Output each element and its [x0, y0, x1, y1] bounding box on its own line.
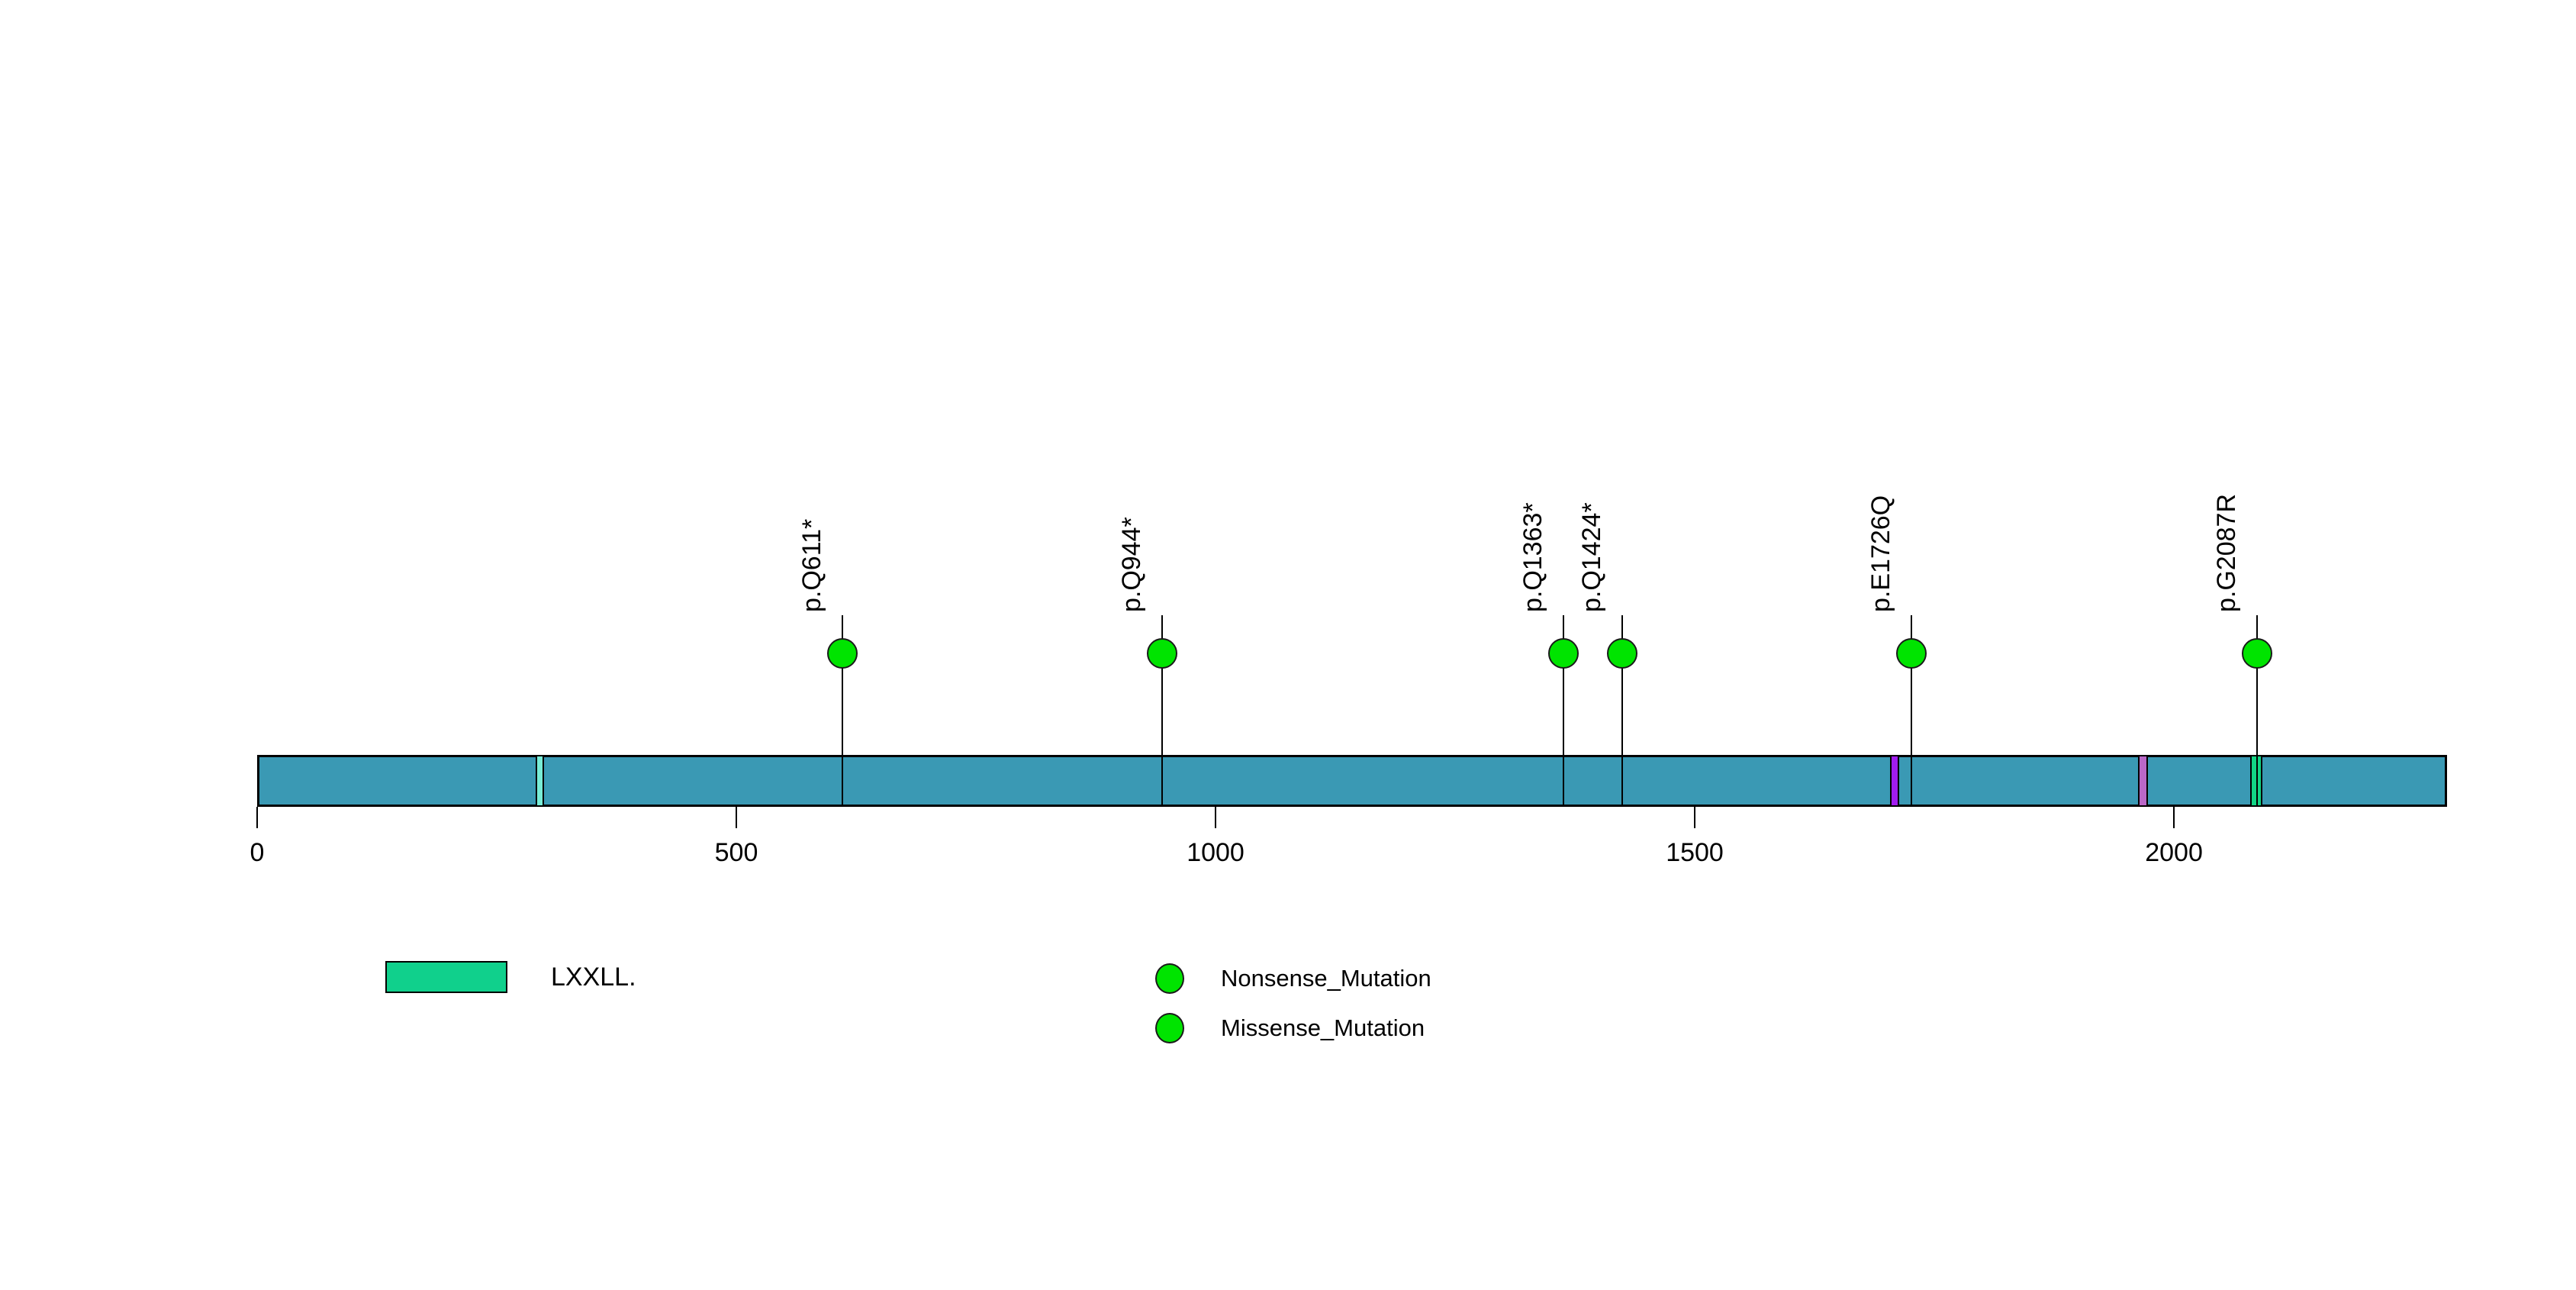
legend-mutation-label: Missense_Mutation	[1221, 1014, 1425, 1041]
mutation-marker	[1547, 638, 1579, 669]
mutation-label: p.Q611*	[797, 518, 827, 612]
mutation-label: p.E1726Q	[1866, 495, 1895, 612]
legend-mutation-label: Nonsense_Mutation	[1221, 965, 1431, 992]
axis-tick-label: 1000	[1187, 838, 1245, 867]
axis-tick-label: 500	[714, 838, 758, 867]
domain-band	[2137, 755, 2148, 807]
axis-tick	[1215, 807, 1217, 828]
mutation-marker	[1606, 638, 1637, 669]
mutation-label: p.G2087R	[2212, 494, 2242, 612]
lollipop-stick	[1562, 615, 1564, 807]
lollipop-stick	[1621, 615, 1623, 807]
axis-tick-label: 2000	[2145, 838, 2203, 867]
domain-band	[2249, 755, 2263, 807]
legend-domain-swatch	[385, 961, 507, 993]
mutation-marker	[1895, 638, 1927, 669]
protein-backbone-bar	[257, 755, 2447, 807]
lollipop-stick	[842, 615, 844, 807]
lollipop-stick	[2256, 615, 2259, 807]
mutation-marker	[1146, 638, 1177, 669]
mutation-label: p.Q1363*	[1518, 502, 1547, 612]
axis-tick-label: 1500	[1666, 838, 1724, 867]
axis-tick	[2173, 807, 2175, 828]
lollipop-stick	[1910, 615, 1912, 807]
axis-tick	[256, 807, 258, 828]
domain-band	[535, 755, 545, 807]
mutation-marker	[827, 638, 858, 669]
mutation-label: p.Q944*	[1116, 517, 1146, 612]
axis-tick	[736, 807, 737, 828]
domain-band	[1889, 755, 1900, 807]
mutation-label: p.Q1424*	[1576, 502, 1606, 612]
legend-mutation-circle	[1155, 1013, 1184, 1043]
lollipop-stick	[1161, 615, 1163, 807]
axis-tick	[1694, 807, 1696, 828]
axis-tick-label: 0	[250, 838, 265, 867]
legend-mutation-circle	[1155, 963, 1184, 994]
mutation-marker	[2242, 638, 2273, 669]
legend-domain-label: LXXLL.	[551, 963, 636, 992]
